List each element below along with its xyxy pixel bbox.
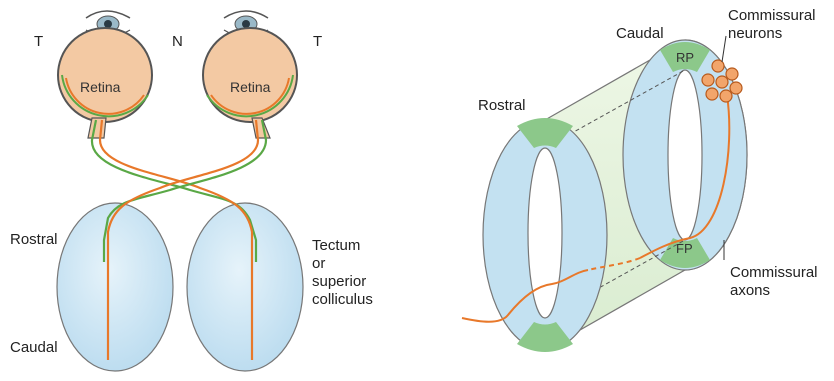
label-commissural-neurons-line-2: neurons bbox=[728, 25, 782, 42]
right-panel: Caudal Rostral RP FP Commissural neurons… bbox=[462, 7, 818, 352]
label-retina-left: Retina bbox=[80, 79, 121, 95]
label-commissural-neurons: Commissural neurons bbox=[728, 7, 816, 42]
label-tectum-line-4: colliculus bbox=[312, 291, 373, 308]
label-tectum: Tectum or superior colliculus bbox=[312, 237, 373, 308]
left-tectum-lobe bbox=[57, 203, 173, 371]
label-nasal: N bbox=[172, 33, 183, 50]
label-commissural-axons-line-2: axons bbox=[730, 282, 770, 299]
label-floor-plate: FP bbox=[676, 241, 693, 256]
left-panel: T N T Retina Retina Rostral Caudal Tectu… bbox=[10, 11, 373, 371]
label-retina-right: Retina bbox=[230, 79, 271, 95]
rostral-ring bbox=[483, 118, 607, 352]
label-tectum-line-3: superior bbox=[312, 273, 366, 290]
left-eye bbox=[58, 11, 152, 138]
label-roof-plate: RP bbox=[676, 50, 694, 65]
label-temporal-right: T bbox=[313, 33, 322, 50]
label-tectum-line-1: Tectum bbox=[312, 237, 360, 254]
right-tectum-lobe bbox=[187, 203, 303, 371]
label-temporal-left: T bbox=[34, 33, 43, 50]
label-commissural-axons-line-1: Commissural bbox=[730, 264, 818, 281]
label-commissural-neurons-line-1: Commissural bbox=[728, 7, 816, 24]
label-caudal-right: Caudal bbox=[616, 25, 664, 42]
label-caudal-left: Caudal bbox=[10, 339, 58, 356]
label-commissural-axons: Commissural axons bbox=[730, 264, 818, 299]
label-tectum-line-2: or bbox=[312, 255, 325, 272]
right-eye bbox=[203, 11, 297, 138]
label-rostral-right: Rostral bbox=[478, 97, 526, 114]
label-rostral-left: Rostral bbox=[10, 231, 58, 248]
